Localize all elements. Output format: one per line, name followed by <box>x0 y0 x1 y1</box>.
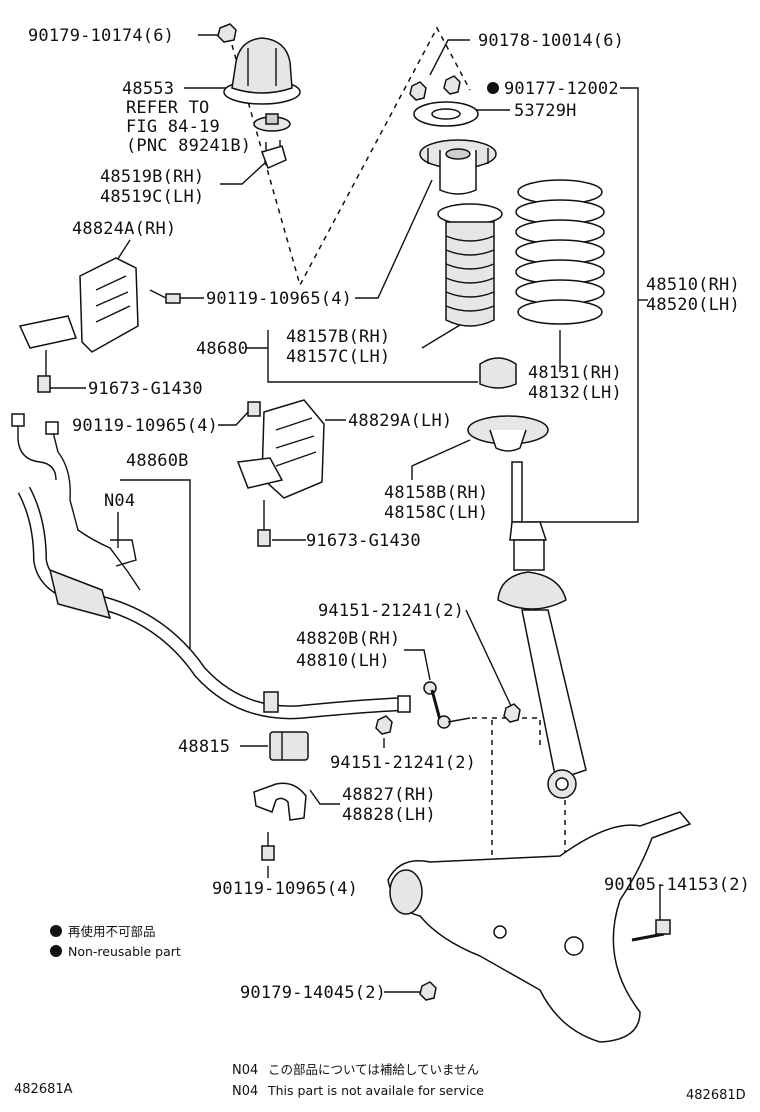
legend: 再使用不可部品 Non-reusable part <box>50 924 181 959</box>
label-48520: 48520(LH) <box>646 295 740 315</box>
nut-icon <box>375 715 393 735</box>
label-48131: 48131(RH) <box>528 363 622 383</box>
bushing-bracket-icon <box>253 782 307 821</box>
bracket-icon <box>236 399 325 499</box>
label-90177-12002: 90177-12002 <box>504 79 619 99</box>
bolt-icon <box>149 289 181 304</box>
bolt-icon <box>37 375 51 393</box>
label-90179-10174: 90179-10174(6) <box>28 26 174 46</box>
bolt-icon <box>631 919 671 942</box>
wire-harness-icon <box>11 413 141 591</box>
label-94151-21241-lower: 94151-21241(2) <box>330 753 476 773</box>
label-48157c: 48157C(LH) <box>286 347 390 367</box>
label-48820b: 48820B(RH) <box>296 629 400 649</box>
figure-id-left: 482681A <box>14 1082 73 1097</box>
footnote-en: This part is not availale for service <box>267 1083 484 1098</box>
label-48519c: 48519C(LH) <box>100 187 204 207</box>
label-90178-10014: 90178-10014(6) <box>478 31 624 51</box>
label-90119-10965-mid: 90119-10965(4) <box>72 416 218 436</box>
legend-en: Non-reusable part <box>68 944 181 959</box>
dust-boot-icon <box>437 203 503 327</box>
non-reusable-dot-icon <box>487 82 499 94</box>
stabilizer-bar-icon <box>17 486 411 720</box>
label-48510: 48510(RH) <box>646 275 740 295</box>
non-reusable-dot-icon <box>50 945 62 957</box>
footnote: N04 この部品については補給していません N04 This part is n… <box>232 1062 484 1099</box>
label-90105-14153: 90105-14153(2) <box>604 875 750 895</box>
non-reusable-dot-icon <box>50 925 62 937</box>
stabilizer-link-icon <box>423 681 471 729</box>
label-48827: 48827(RH) <box>342 785 436 805</box>
label-n04: N04 <box>104 491 135 511</box>
bump-stopper-icon <box>479 357 517 389</box>
label-48815: 48815 <box>178 737 230 757</box>
label-48828: 48828(LH) <box>342 805 436 825</box>
bracket-icon <box>18 257 139 376</box>
label-48158b: 48158B(RH) <box>384 483 488 503</box>
footnote-code-1: N04 <box>232 1063 258 1078</box>
upper-support-icon <box>419 139 497 195</box>
label-48680: 48680 <box>196 339 248 359</box>
bracket-icon <box>261 140 287 170</box>
label-refer-to: REFER TO <box>126 98 209 118</box>
label-48824a: 48824A(RH) <box>72 219 176 239</box>
label-91673-g1430-lower: 91673-G1430 <box>306 531 421 551</box>
cap-icon <box>253 113 291 132</box>
label-53729h: 53729H <box>514 101 577 121</box>
coil-spring-icon <box>515 179 605 325</box>
label-48810: 48810(LH) <box>296 651 390 671</box>
label-48519b: 48519B(RH) <box>100 167 204 187</box>
bushing-icon <box>269 731 309 761</box>
label-fig-84-19: FIG 84-19 <box>126 117 220 137</box>
support-cap-icon <box>223 37 301 105</box>
footnote-code-2: N04 <box>232 1084 258 1099</box>
footnote-jp: この部品については補給していません <box>268 1062 479 1077</box>
nut-icon <box>419 981 437 1001</box>
spring-insulator-icon <box>467 415 549 452</box>
label-pnc-89241b: (PNC 89241B) <box>126 136 251 156</box>
label-48157b: 48157B(RH) <box>286 327 390 347</box>
label-48553: 48553 <box>122 79 174 99</box>
label-90119-10965-lower: 90119-10965(4) <box>212 879 358 899</box>
label-90119-10965-top: 90119-10965(4) <box>206 289 352 309</box>
figure-id-right: 482681D <box>686 1088 746 1103</box>
legend-jp: 再使用不可部品 <box>68 924 156 939</box>
label-48860b: 48860B <box>126 451 189 471</box>
washer-icon <box>413 101 479 127</box>
label-48158c: 48158C(LH) <box>384 503 488 523</box>
nut-icon <box>503 703 521 723</box>
label-91673-g1430-upper: 91673-G1430 <box>88 379 203 399</box>
shock-absorber-icon <box>497 461 587 799</box>
nut-icon <box>409 81 427 101</box>
non-reusable-nut-icon <box>443 75 461 95</box>
bolt-icon <box>261 832 275 861</box>
nut-icon <box>217 23 237 43</box>
label-48132: 48132(LH) <box>528 383 622 403</box>
label-90179-14045: 90179-14045(2) <box>240 983 386 1003</box>
lower-arm-icon <box>387 811 692 1043</box>
label-48829a: 48829A(LH) <box>348 411 452 431</box>
bolt-icon <box>257 500 271 547</box>
label-94151-21241-upper: 94151-21241(2) <box>318 601 464 621</box>
part-labels: 90179-10174(6) 90178-10014(6) 48553 9017… <box>28 26 750 1003</box>
part-drawings <box>11 23 692 1043</box>
